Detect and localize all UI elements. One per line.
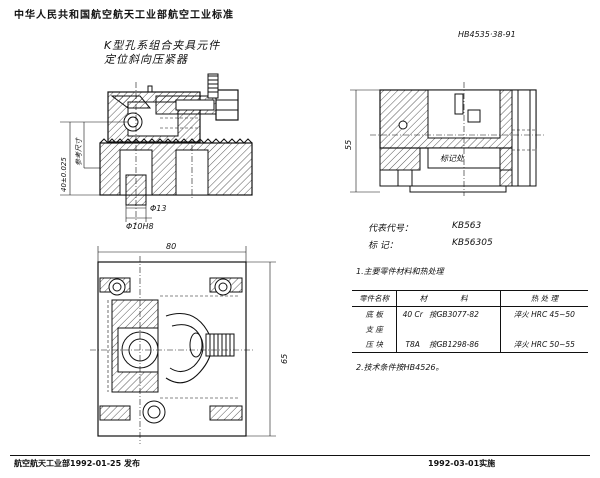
table-header-row: 零件名称 材 料 热 处 理 (352, 290, 588, 307)
header-part-name: 零件名称 (352, 290, 397, 307)
front-view-dimensions (60, 121, 152, 222)
cell-material: T8A (396, 337, 429, 353)
footer-issue-date: 航空航天工业部1992-01-25 发布 (14, 459, 140, 468)
cell-standard: 按GB1298-86 (428, 337, 501, 353)
table-row: 底 板 40 Cr 按GB3077-82 淬火 HRC 45~50 (352, 306, 588, 322)
drawing-title-line2: 定位斜向压紧器 (104, 53, 188, 66)
footer-effective-date: 1992-03-01实施 (428, 459, 496, 468)
cell-material (396, 322, 429, 337)
note-item-1: 1.主要零件材料和热处理 (356, 267, 444, 276)
footer-rule (10, 455, 590, 456)
dim-height-plan: 65 (280, 353, 289, 364)
cell-heat: 淬火 HRC 50~55 (499, 337, 588, 353)
plan-view-dimensions (97, 246, 276, 437)
dim-reference-label: 参考尺寸 (75, 138, 83, 166)
code-value: KB563 (452, 221, 482, 231)
marking-location-label: 标记处 (440, 154, 464, 163)
dim-tolerance: 40±0.025 (60, 157, 68, 192)
cell-standard (428, 322, 500, 337)
standard-number: HB4535·38-91 (458, 30, 516, 39)
mark-value: KB56305 (452, 238, 493, 248)
cell-part: 底 板 (365, 310, 383, 319)
header-material-2: 料 (428, 290, 501, 307)
front-view (99, 73, 253, 225)
note-item-2: 2.技术条件按HB4526。 (356, 363, 444, 372)
table-row: 支 座 (352, 322, 588, 337)
cell-part: 支 座 (365, 325, 383, 334)
cell-part: 压 块 (352, 337, 397, 353)
dim-hole-bottom: Φ10H8 (126, 222, 154, 231)
dim-width: 80 (166, 242, 177, 251)
header-heat-treatment: 热 处 理 (499, 290, 588, 307)
side-view (370, 82, 546, 196)
cell-standard: 按GB3077-82 (429, 310, 479, 319)
drawing-title-line1: K型孔系组合夹具元件 (104, 39, 221, 52)
cell-heat: 淬火 HRC 45~50 (499, 306, 588, 322)
plan-view (90, 256, 254, 444)
dim-hole-top: Φ13 (150, 204, 167, 213)
dim-height-side: 55 (344, 139, 353, 150)
mark-label: 标 记： (368, 241, 398, 251)
standard-org-title: 中华人民共和国航空航天工业部航空工业标准 (14, 10, 234, 21)
code-label: 代表代号： (368, 224, 414, 234)
table-row: 压 块 T8A 按GB1298-86 淬火 HRC 50~55 (352, 337, 588, 353)
material-table: 零件名称 材 料 热 处 理 底 板 40 Cr 按GB3077-82 淬火 H… (352, 290, 588, 353)
header-material-1: 材 (396, 290, 429, 307)
side-view-dimensions (350, 89, 380, 193)
cell-material: 40 Cr (396, 306, 429, 322)
cell-heat (499, 322, 588, 337)
